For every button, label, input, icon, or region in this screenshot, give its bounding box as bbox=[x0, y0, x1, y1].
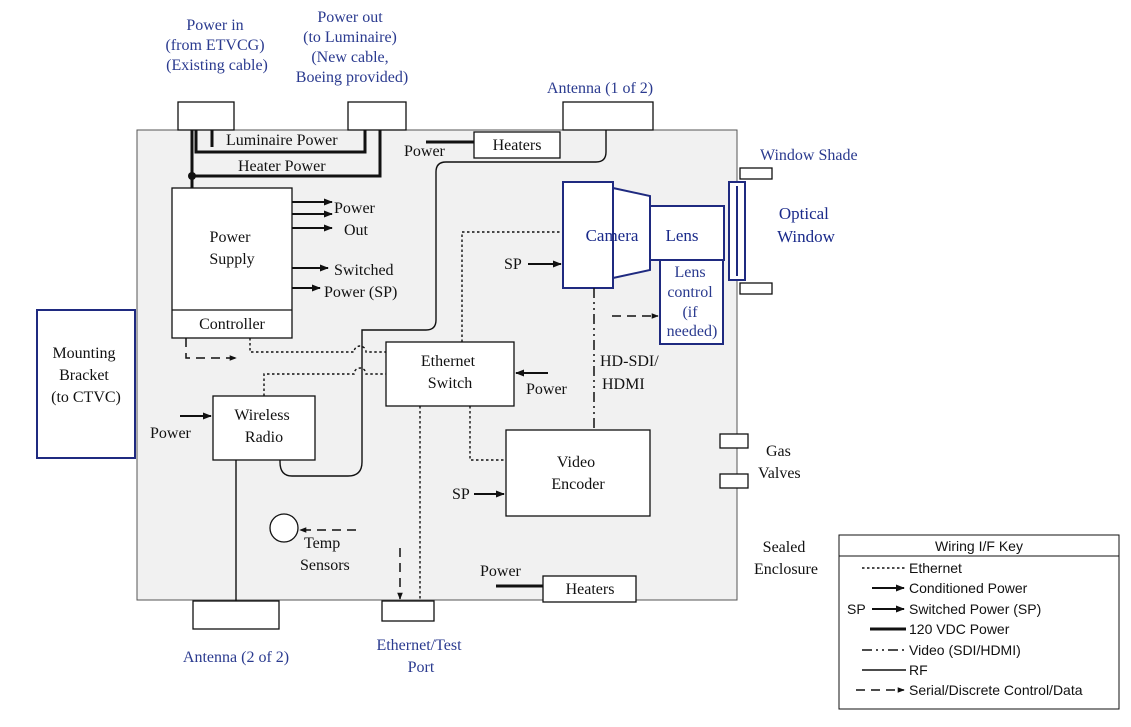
luminaire-power-line bbox=[194, 130, 367, 154]
luminaire-power-label: Luminaire Power bbox=[226, 132, 338, 149]
heaters-bottom-label: Heaters bbox=[566, 581, 615, 598]
mounting-bracket-label: Mounting Bracket (to CTVC) bbox=[51, 345, 121, 406]
key-video-label: Video (SDI/HDMI) bbox=[909, 642, 1021, 658]
lens-box bbox=[649, 205, 725, 261]
power-supply-label: Power Supply bbox=[209, 229, 254, 268]
radio-switch-ethernet-line bbox=[263, 367, 386, 396]
controller-label: Controller bbox=[199, 316, 265, 333]
wiring-key: Wiring I/F Key Ethernet Conditioned Powe… bbox=[838, 534, 1120, 710]
wireless-radio-box bbox=[212, 395, 316, 461]
ps-outputs-label: Power Out Switched Power (SP) bbox=[324, 200, 398, 301]
power-top-label: Power bbox=[404, 143, 446, 160]
window-shade-label: Window Shade bbox=[760, 147, 858, 164]
key-120vdc-label: 120 VDC Power bbox=[909, 621, 1010, 637]
power-in-connector bbox=[177, 101, 235, 131]
antenna-1-label: Antenna (1 of 2) bbox=[547, 80, 653, 97]
gas-valve-1 bbox=[719, 433, 749, 449]
temp-sensor-icon bbox=[269, 513, 299, 543]
power-junction-dot bbox=[188, 172, 196, 180]
optical-window-label: Optical Window bbox=[777, 204, 836, 246]
lens-label: Lens bbox=[665, 226, 698, 245]
key-serial-label: Serial/Discrete Control/Data bbox=[909, 682, 1083, 698]
key-switched-power-prefix: SP bbox=[847, 601, 866, 617]
power-in-label: Power in (from ETVCG) (Existing cable) bbox=[165, 17, 268, 74]
antenna-2-connector bbox=[192, 600, 280, 630]
key-ethernet-label: Ethernet bbox=[909, 560, 962, 576]
power-radio-label: Power bbox=[150, 425, 192, 442]
heaters-top-label: Heaters bbox=[493, 137, 542, 154]
mounting-bracket-box bbox=[36, 309, 136, 459]
antenna-1-connector bbox=[562, 101, 654, 131]
gas-valves-label: Gas Valves bbox=[758, 443, 801, 482]
ethernet-switch-label: Ethernet Switch bbox=[421, 353, 479, 392]
heater-power-label: Heater Power bbox=[238, 158, 326, 175]
sealed-enclosure-label: Sealed Enclosure bbox=[754, 539, 818, 578]
heaters-top-box bbox=[473, 131, 561, 159]
antenna-1-rf-cable bbox=[279, 130, 607, 477]
key-switched-power-label: Switched Power (SP) bbox=[909, 601, 1041, 617]
power-out-connector bbox=[347, 101, 407, 131]
video-encoder-box bbox=[505, 429, 651, 517]
gas-valve-2 bbox=[719, 473, 749, 489]
heater-power-line bbox=[192, 130, 382, 178]
antenna-2-label: Antenna (2 of 2) bbox=[183, 649, 289, 666]
window-shade-top bbox=[739, 167, 773, 180]
ethernet-test-port-connector bbox=[381, 600, 435, 622]
camera-taper bbox=[612, 186, 651, 280]
power-bottom-label: Power bbox=[480, 563, 522, 580]
key-conditioned-power-label: Conditioned Power bbox=[909, 580, 1028, 596]
key-rf-label: RF bbox=[909, 662, 928, 678]
ethernet-switch-box bbox=[385, 341, 515, 407]
power-out-label: Power out (to Luminaire) (New cable, Boe… bbox=[296, 9, 408, 86]
power-switch-label: Power bbox=[526, 381, 568, 398]
window-shade-bottom bbox=[739, 282, 773, 295]
wiring-key-box bbox=[838, 534, 1120, 710]
hd-sdi-label: HD-SDI/ HDMI bbox=[600, 353, 663, 393]
ethernet-test-port-label: Ethernet/Test Port bbox=[376, 637, 465, 676]
camera-label: Camera bbox=[586, 226, 639, 245]
controller-ethernet-line bbox=[249, 338, 386, 353]
lens-control-box bbox=[659, 259, 724, 345]
wiring-key-title: Wiring I/F Key bbox=[935, 538, 1023, 554]
video-encoder-label: Video Encoder bbox=[551, 454, 605, 493]
heaters-bottom-box bbox=[542, 575, 637, 603]
wireless-radio-label: Wireless Radio bbox=[234, 407, 293, 446]
camera-box bbox=[562, 181, 614, 289]
switch-camera-ethernet-line bbox=[461, 231, 563, 342]
sp-encoder-label: SP bbox=[452, 486, 470, 503]
controller-serial-line bbox=[185, 338, 237, 361]
temp-sensors-label: Temp Sensors bbox=[300, 535, 350, 574]
power-supply-box bbox=[171, 187, 293, 339]
lens-control-label: Lens control (if needed) bbox=[667, 264, 718, 340]
sp-camera-label: SP bbox=[504, 256, 522, 273]
